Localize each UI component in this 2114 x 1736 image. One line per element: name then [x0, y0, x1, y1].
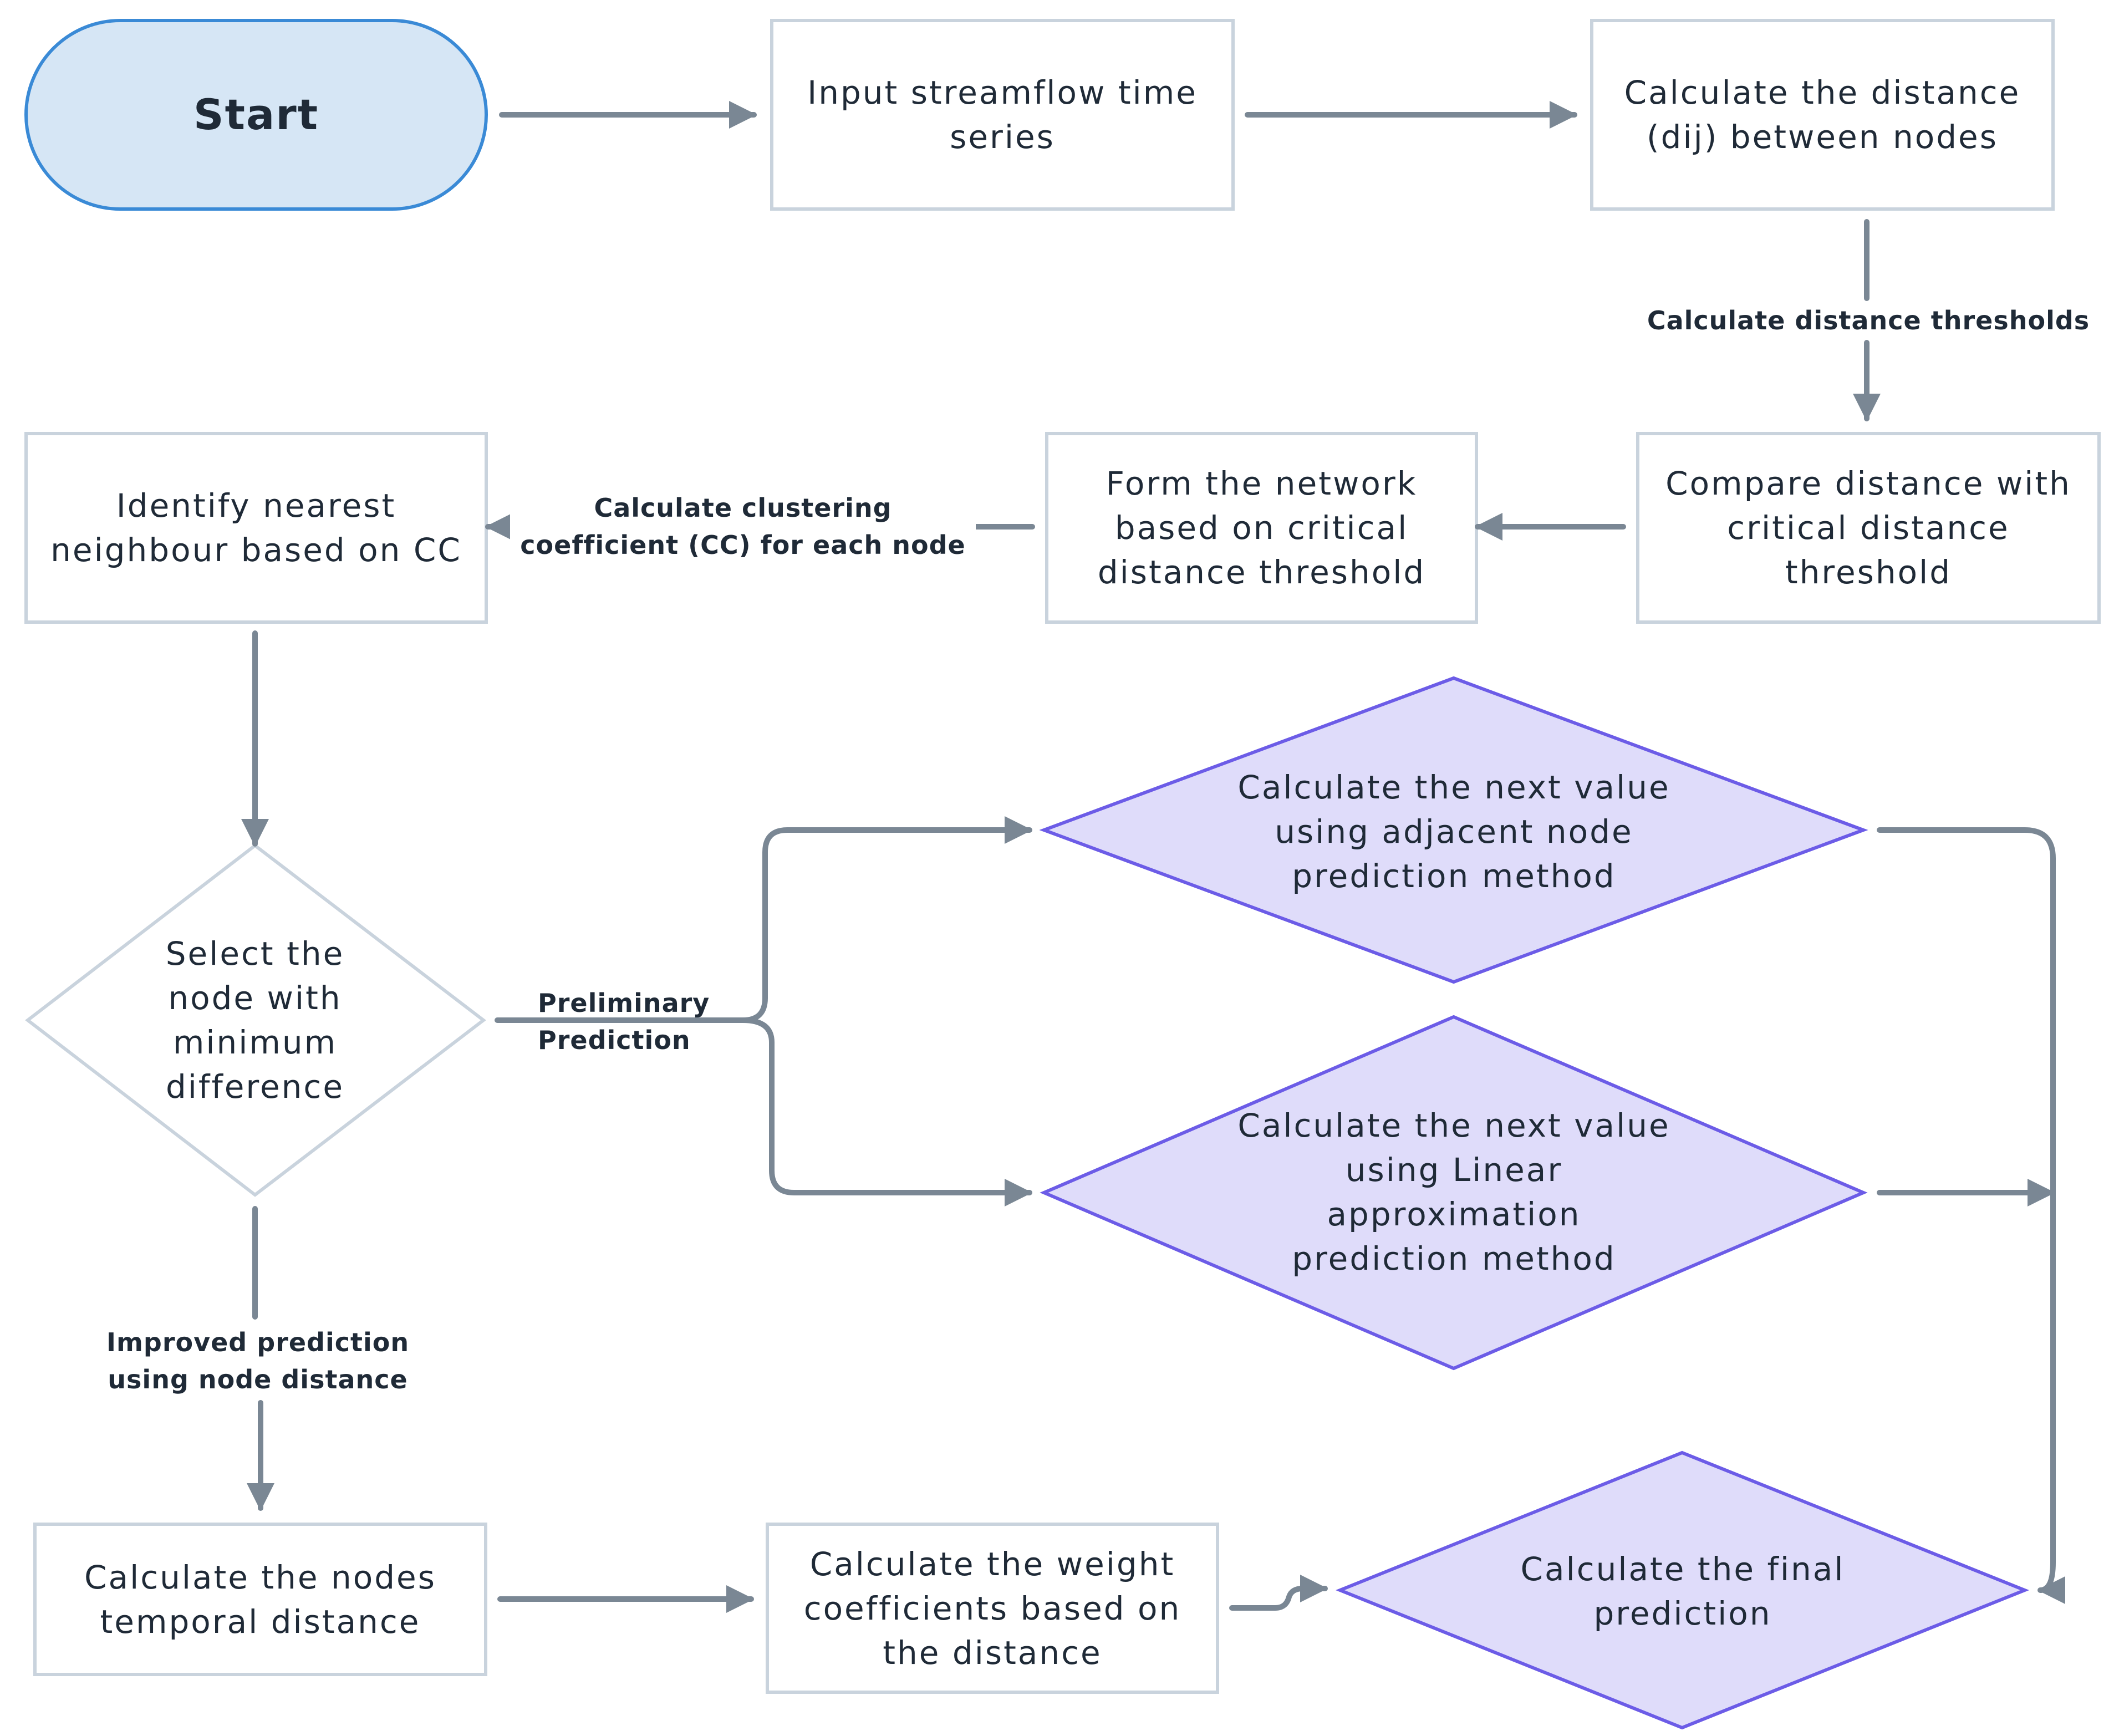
final-label: Calculate the final prediction	[1520, 1550, 1845, 1632]
compare-box	[1636, 432, 2101, 624]
select-label: Select the node with minimum difference	[165, 935, 345, 1106]
linear-label: Calculate the next value using Linear ap…	[1237, 1107, 1670, 1277]
form-network-box	[1045, 432, 1478, 624]
select-diamond	[25, 843, 486, 1197]
temporal-label: Calculate the nodes temporal distance	[84, 1558, 436, 1641]
form-network-label: Form the network based on critical dista…	[1097, 465, 1426, 591]
start-terminal	[24, 19, 488, 211]
edge-label-clustering: Calculate clustering coefficient (CC) fo…	[510, 488, 976, 566]
edge-label-improved: Improved prediction using node distance	[83, 1322, 432, 1400]
linear-diamond	[1040, 1015, 1868, 1371]
input-box	[770, 19, 1235, 211]
input-label: Input streamflow time series	[807, 74, 1198, 156]
edge-label-preliminary: Preliminary Prediction	[538, 988, 710, 1055]
arrow-adjacent-to-final	[1877, 827, 2066, 1604]
arrow-split-to-linear	[740, 1017, 1032, 1206]
calc-distance-label: Calculate the distance (dij) between nod…	[1624, 74, 2021, 156]
adjacent-label: Calculate the next value using adjacent …	[1237, 768, 1670, 895]
final-diamond	[1335, 1450, 2030, 1730]
identify-box	[24, 432, 488, 624]
edge-label-thresholds: Calculate distance thresholds	[1630, 303, 2107, 338]
identify-label: Identify nearest neighbour based on CC	[50, 487, 462, 569]
temporal-box	[33, 1523, 487, 1676]
adjacent-diamond	[1039, 676, 1868, 984]
weights-box	[766, 1523, 1219, 1694]
calc-distance-box	[1590, 19, 2055, 211]
compare-label: Compare distance with critical distance …	[1665, 465, 2071, 591]
start-label: Start	[193, 90, 319, 139]
weights-label: Calculate the weight coefficients based …	[803, 1545, 1181, 1672]
arrow-weights-to-final	[1229, 1575, 1328, 1611]
